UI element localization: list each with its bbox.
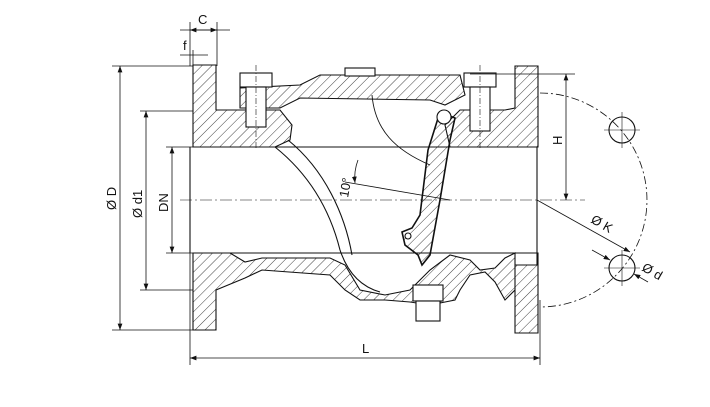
bolt-circle [539, 92, 648, 308]
left-flange-top [192, 64, 293, 148]
dim-label-h: H [550, 136, 565, 145]
dim-label-angle: 10° [336, 177, 354, 199]
drain-plug [412, 284, 444, 322]
check-disc [401, 110, 456, 267]
dim-label-d1: Ø d1 [130, 190, 145, 218]
dim-label-dn: DN [156, 193, 171, 212]
valve-cover [239, 74, 466, 109]
hinge-pin [436, 109, 452, 125]
left-flange-bottom [192, 252, 539, 334]
dim-label-f: f [183, 38, 187, 53]
bolt-hole-bottom [604, 250, 640, 286]
cover-bolt-right [463, 65, 497, 150]
dim-label-l: L [362, 341, 369, 356]
dim-label-c: C [198, 12, 207, 27]
cover-bolt-left [239, 65, 273, 150]
dim-label-d: Ø D [104, 187, 119, 210]
dim-label-k: Ø K [589, 212, 616, 236]
bolt-hole-top [604, 112, 640, 148]
body-wall [274, 146, 381, 293]
cover-plug [344, 67, 376, 77]
